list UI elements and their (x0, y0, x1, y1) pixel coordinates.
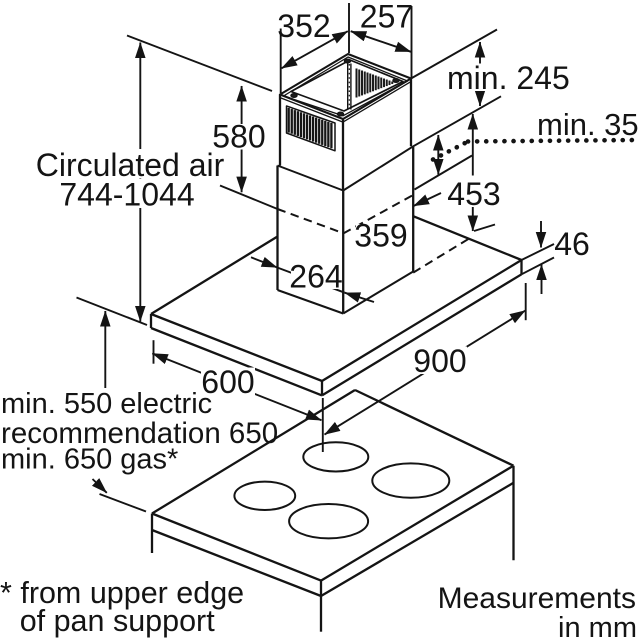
svg-text:of pan support: of pan support (20, 604, 216, 638)
svg-text:352: 352 (277, 8, 330, 44)
svg-text:min. 650 gas*: min. 650 gas* (1, 444, 178, 476)
svg-text:min. 245: min. 245 (447, 60, 570, 96)
svg-text:257: 257 (360, 0, 413, 35)
svg-text:recommendation 650: recommendation 650 (1, 417, 278, 450)
svg-text:580: 580 (212, 118, 265, 154)
svg-text:600: 600 (201, 364, 254, 400)
svg-text:453: 453 (447, 176, 500, 212)
svg-text:min. 35: min. 35 (537, 107, 639, 142)
svg-text:900: 900 (413, 343, 466, 379)
svg-text:Circulated air: Circulated air (36, 147, 225, 183)
svg-text:* from upper edge: * from upper edge (0, 576, 244, 610)
svg-text:min. 550 electric: min. 550 electric (1, 388, 212, 420)
svg-text:46: 46 (554, 226, 590, 262)
svg-text:264: 264 (289, 258, 342, 294)
svg-text:744-1044: 744-1044 (59, 176, 194, 212)
svg-text:in mm: in mm (558, 612, 637, 640)
svg-text:359: 359 (354, 217, 407, 253)
svg-text:Measurements: Measurements (438, 582, 636, 615)
